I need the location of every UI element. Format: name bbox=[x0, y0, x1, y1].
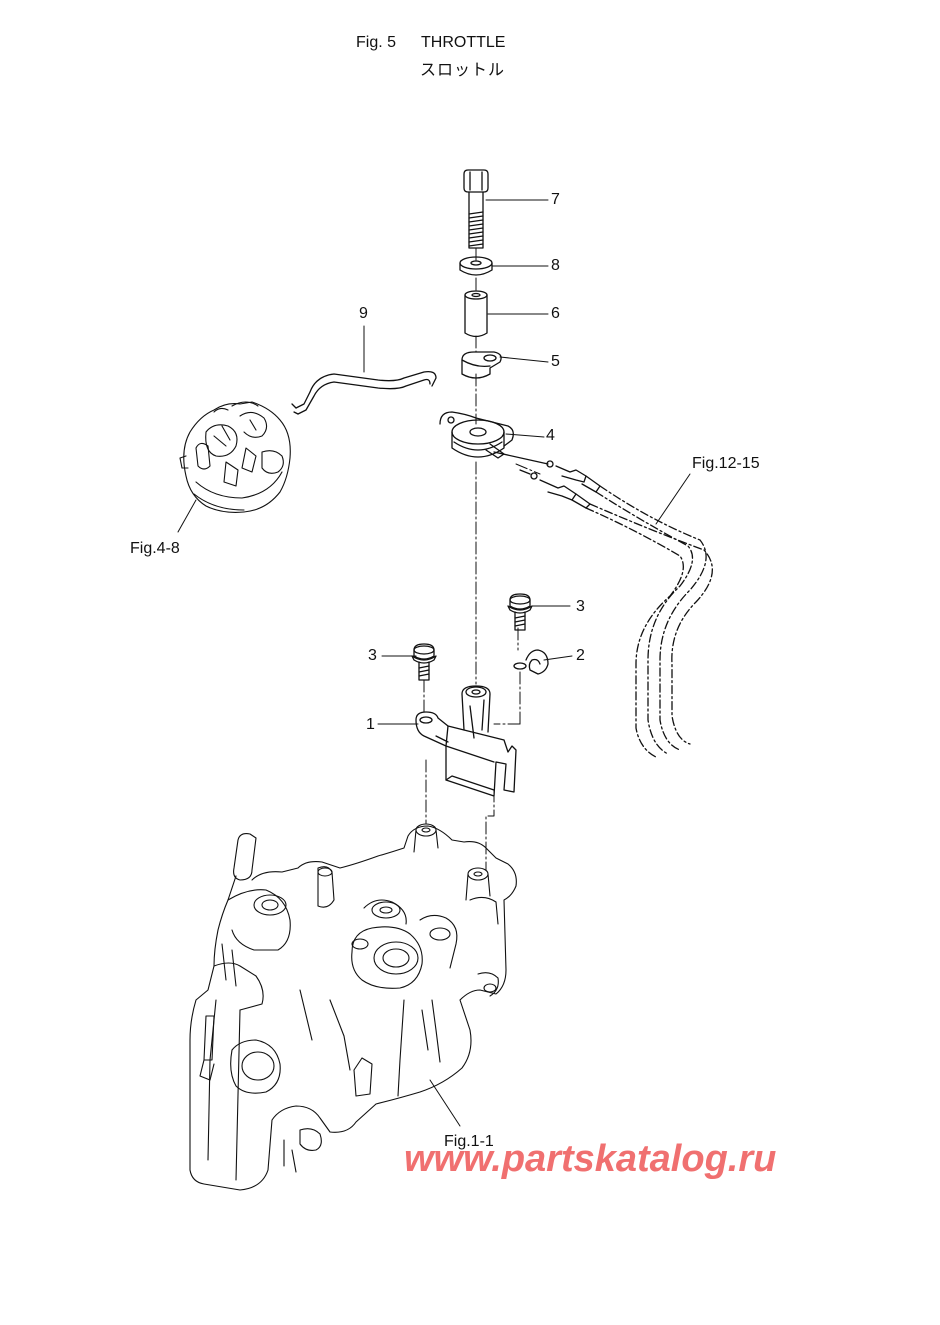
part-9-link-rod bbox=[291, 370, 437, 415]
callout-2: 2 bbox=[576, 647, 585, 664]
carburetor-outline bbox=[179, 401, 291, 513]
watermark: www.partskatalog.ru bbox=[404, 1138, 777, 1180]
callout-3-lower: 3 bbox=[368, 647, 377, 664]
engine-block-outline bbox=[189, 823, 517, 1191]
callout-4: 4 bbox=[546, 427, 555, 444]
figure-number: Fig. 5 bbox=[356, 34, 397, 51]
figure-subtitle: スロットル bbox=[420, 60, 506, 79]
leader-lines bbox=[177, 199, 691, 1127]
callout-3-upper: 3 bbox=[576, 598, 585, 615]
callout-7: 7 bbox=[551, 191, 560, 208]
ref-block: Fig.1-1 bbox=[444, 1133, 494, 1150]
callout-6: 6 bbox=[551, 305, 560, 322]
part-2-clip bbox=[513, 649, 549, 675]
throttle-cables bbox=[493, 451, 713, 759]
ref-cable: Fig.12-15 bbox=[692, 455, 760, 472]
part-8-washer bbox=[459, 256, 493, 276]
part-3-bolt-lower bbox=[411, 643, 437, 681]
part-7-bolt bbox=[463, 169, 489, 249]
part-3-bolt-upper bbox=[507, 593, 533, 631]
callout-5: 5 bbox=[551, 353, 560, 370]
assembly-centerlines bbox=[423, 247, 541, 871]
ref-carburetor: Fig.4-8 bbox=[130, 540, 180, 557]
part-4-pulley bbox=[439, 411, 514, 459]
callout-8: 8 bbox=[551, 257, 560, 274]
part-1-bracket bbox=[415, 685, 517, 797]
figure-title: THROTTLE bbox=[421, 34, 506, 51]
part-5-collar bbox=[461, 351, 502, 379]
part-6-sleeve bbox=[464, 290, 488, 338]
figure-header: Fig. 5 THROTTLE スロットル bbox=[0, 30, 940, 80]
callout-1: 1 bbox=[366, 716, 375, 733]
callout-9: 9 bbox=[359, 305, 368, 322]
